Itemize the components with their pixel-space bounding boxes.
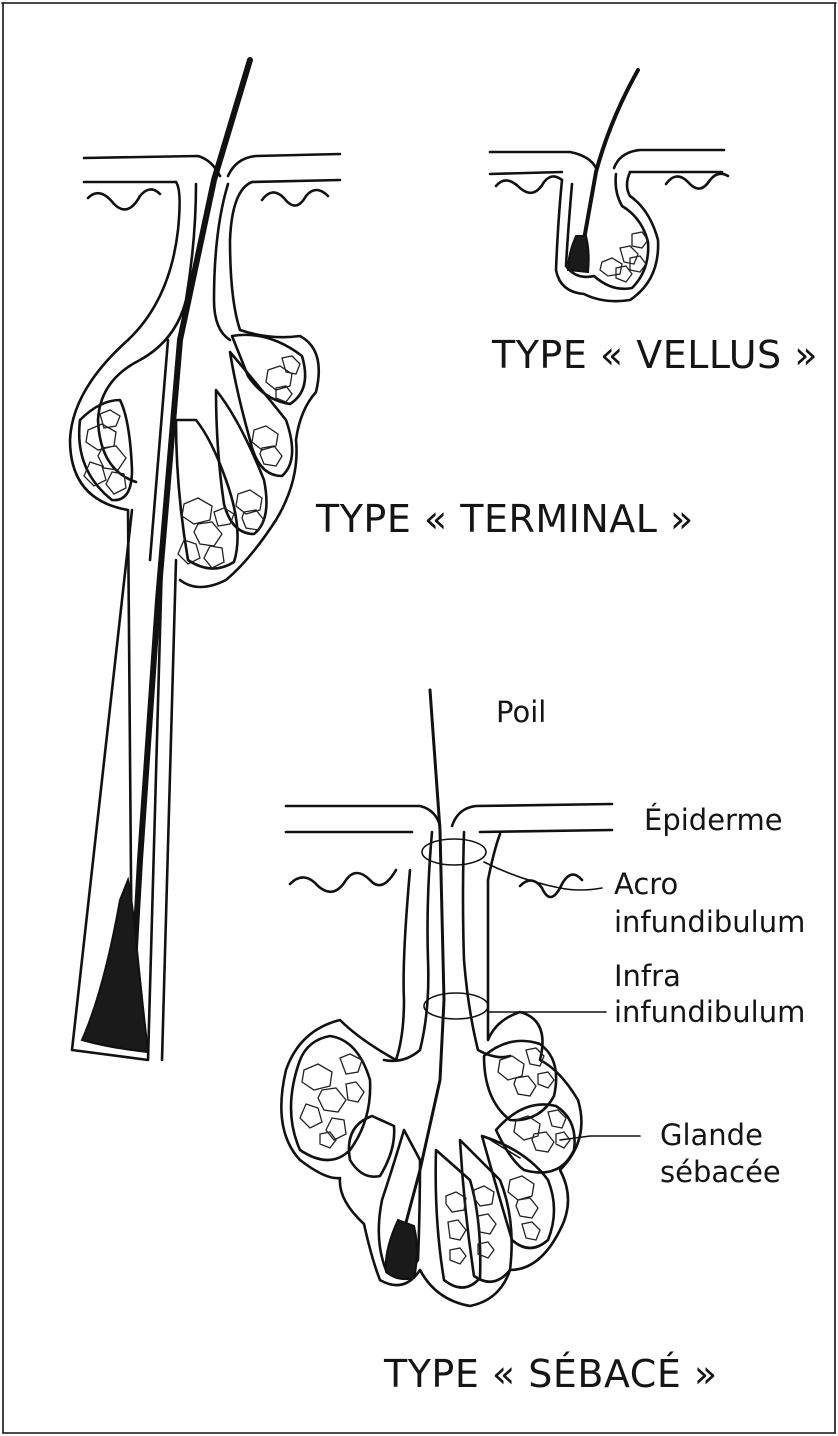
poil-label: Poil [496,695,546,729]
vellus-follicle-drawing [490,70,728,301]
glande-sebacee-label-line1: Glande [660,1118,763,1152]
acro-infundibulum-label-line2: infundibulum [614,905,805,939]
infra-infundibulum-label-line1: Infra [614,959,681,993]
acro-infundibulum-label-line1: Acro [614,867,678,901]
sebaceous-follicle-drawing [281,690,640,1306]
infra-infundibulum-label-line2: infundibulum [614,995,805,1029]
terminal-follicle-drawing [70,60,340,1060]
glande-sebacee-label-line2: sébacée [660,1155,781,1189]
epiderme-label: Épiderme [644,803,783,837]
vellus-type-label: TYPE « VELLUS » [491,333,818,377]
sebace-type-label: TYPE « SÉBACÉ » [383,1352,718,1396]
terminal-type-label: TYPE « TERMINAL » [315,497,694,541]
